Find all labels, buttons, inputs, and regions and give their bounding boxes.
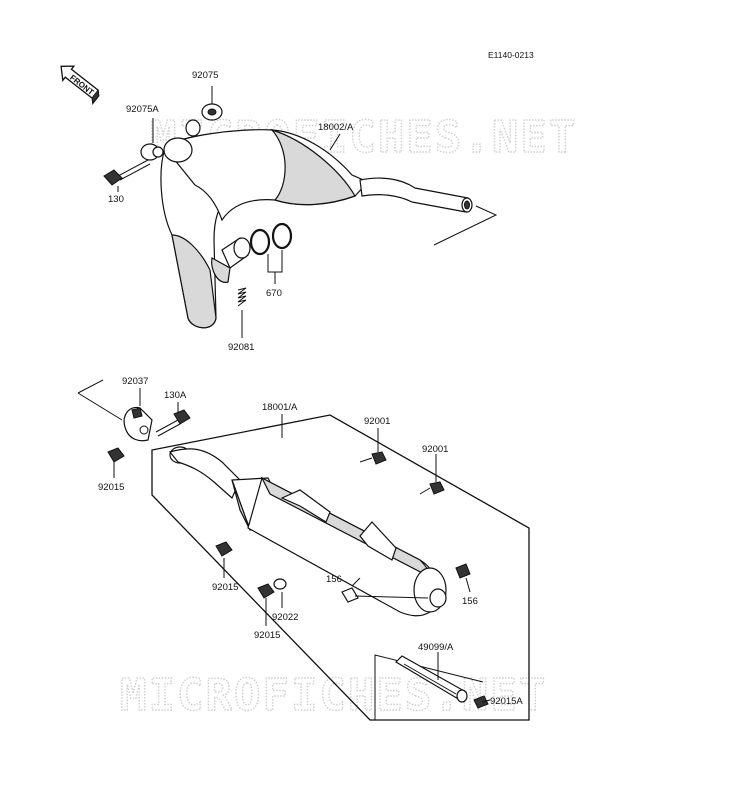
washer-92022 <box>273 578 287 590</box>
label-92022: 92022 <box>272 612 298 623</box>
label-92015-center: 92015 <box>212 582 238 593</box>
label-670: 670 <box>266 288 282 299</box>
label-156-right: 156 <box>462 596 478 607</box>
label-92015-bottom: 92015 <box>254 630 280 641</box>
label-92001-a: 92001 <box>364 416 390 427</box>
bolt-130A <box>155 409 191 437</box>
label-92015-left: 92015 <box>98 482 124 493</box>
label-49099A: 49099/A <box>418 642 454 653</box>
screw-156-right <box>455 563 471 579</box>
nut-92015-bottom <box>257 583 275 599</box>
break-line-bottom <box>77 379 123 421</box>
front-arrow-icon: FRONT <box>60 65 100 105</box>
label-92001-b: 92001 <box>422 444 448 455</box>
tailpipe-49099A <box>395 655 468 703</box>
label-92075: 92075 <box>192 70 218 81</box>
nut-92015-center <box>215 541 233 557</box>
label-92015A: 92015A <box>490 696 523 707</box>
watermark-bottom: MICROFICHES.NET <box>120 670 547 721</box>
label-18001A: 18001/A <box>262 402 298 413</box>
diagram-code: E1140-0213 <box>488 50 534 60</box>
label-130A: 130A <box>164 390 187 401</box>
screw-156-left <box>341 587 429 603</box>
exhaust-chamber-18002 <box>160 128 473 329</box>
break-line-top <box>433 205 498 246</box>
grommet-92075 <box>201 103 223 121</box>
label-92075A: 92075A <box>126 104 159 115</box>
collar-92075A <box>140 119 201 161</box>
label-92081: 92081 <box>228 342 254 353</box>
bolt-130 <box>103 159 151 186</box>
label-18002A: 18002/A <box>318 122 354 133</box>
nut-92015A <box>473 695 489 709</box>
gasket-670 <box>249 222 293 256</box>
nut-92015-left <box>107 447 125 463</box>
label-156-left: 156 <box>326 574 342 585</box>
joint-pipe <box>211 237 251 283</box>
muffler-assembly-outline <box>151 414 530 721</box>
bolt-92001-a <box>359 451 387 465</box>
plate-92037 <box>123 406 153 442</box>
bolt-92001-b <box>419 481 445 495</box>
muffler-18001 <box>168 446 447 617</box>
label-92037: 92037 <box>122 376 148 387</box>
label-130: 130 <box>108 194 124 205</box>
spring-92081 <box>237 287 247 307</box>
